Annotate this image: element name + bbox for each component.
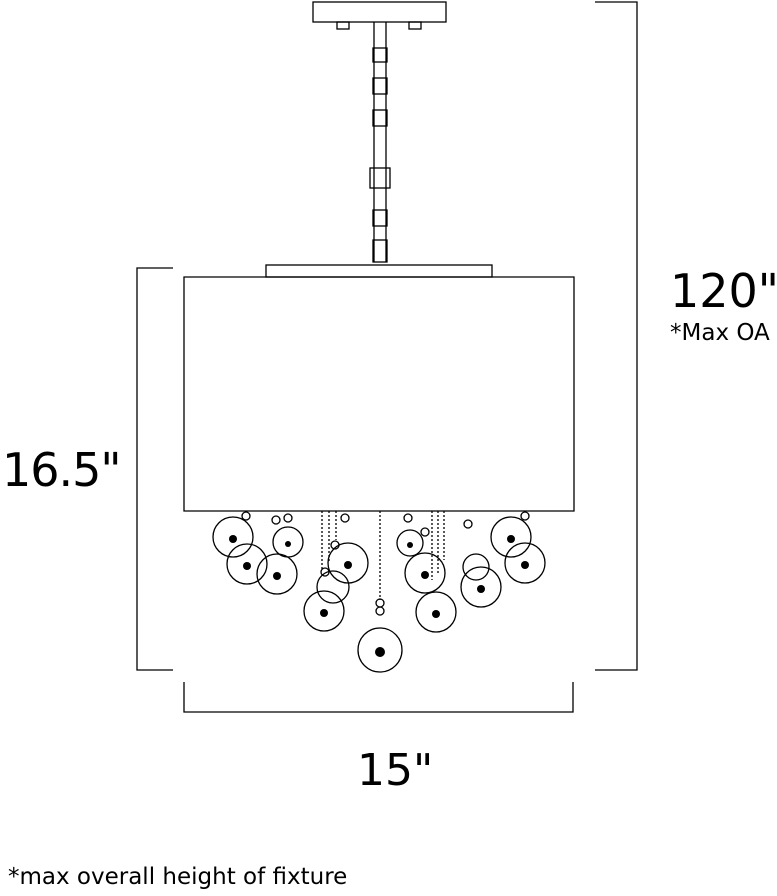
width-dimension-label: 15": [357, 745, 434, 796]
overall-height-label: 120": [670, 264, 777, 318]
height-dimension-bracket: [136, 267, 173, 671]
height-dimension-label: 16.5": [2, 443, 122, 497]
crystal-cores: [229, 535, 529, 657]
shade-top-plate: [265, 264, 493, 278]
footnote: *max overall height of fixture: [8, 864, 348, 890]
overall-dimension-bracket: [595, 1, 638, 671]
crystal-balls: [212, 516, 546, 673]
canopy-screws: [336, 21, 422, 30]
width-dimension-bracket: [183, 682, 574, 713]
canopy-plate: [312, 1, 447, 23]
overall-height-note: *Max OA: [670, 320, 770, 346]
suspension-rod: [369, 22, 391, 263]
lamp-shade: [183, 276, 575, 512]
crystal-strands: [321, 511, 445, 600]
